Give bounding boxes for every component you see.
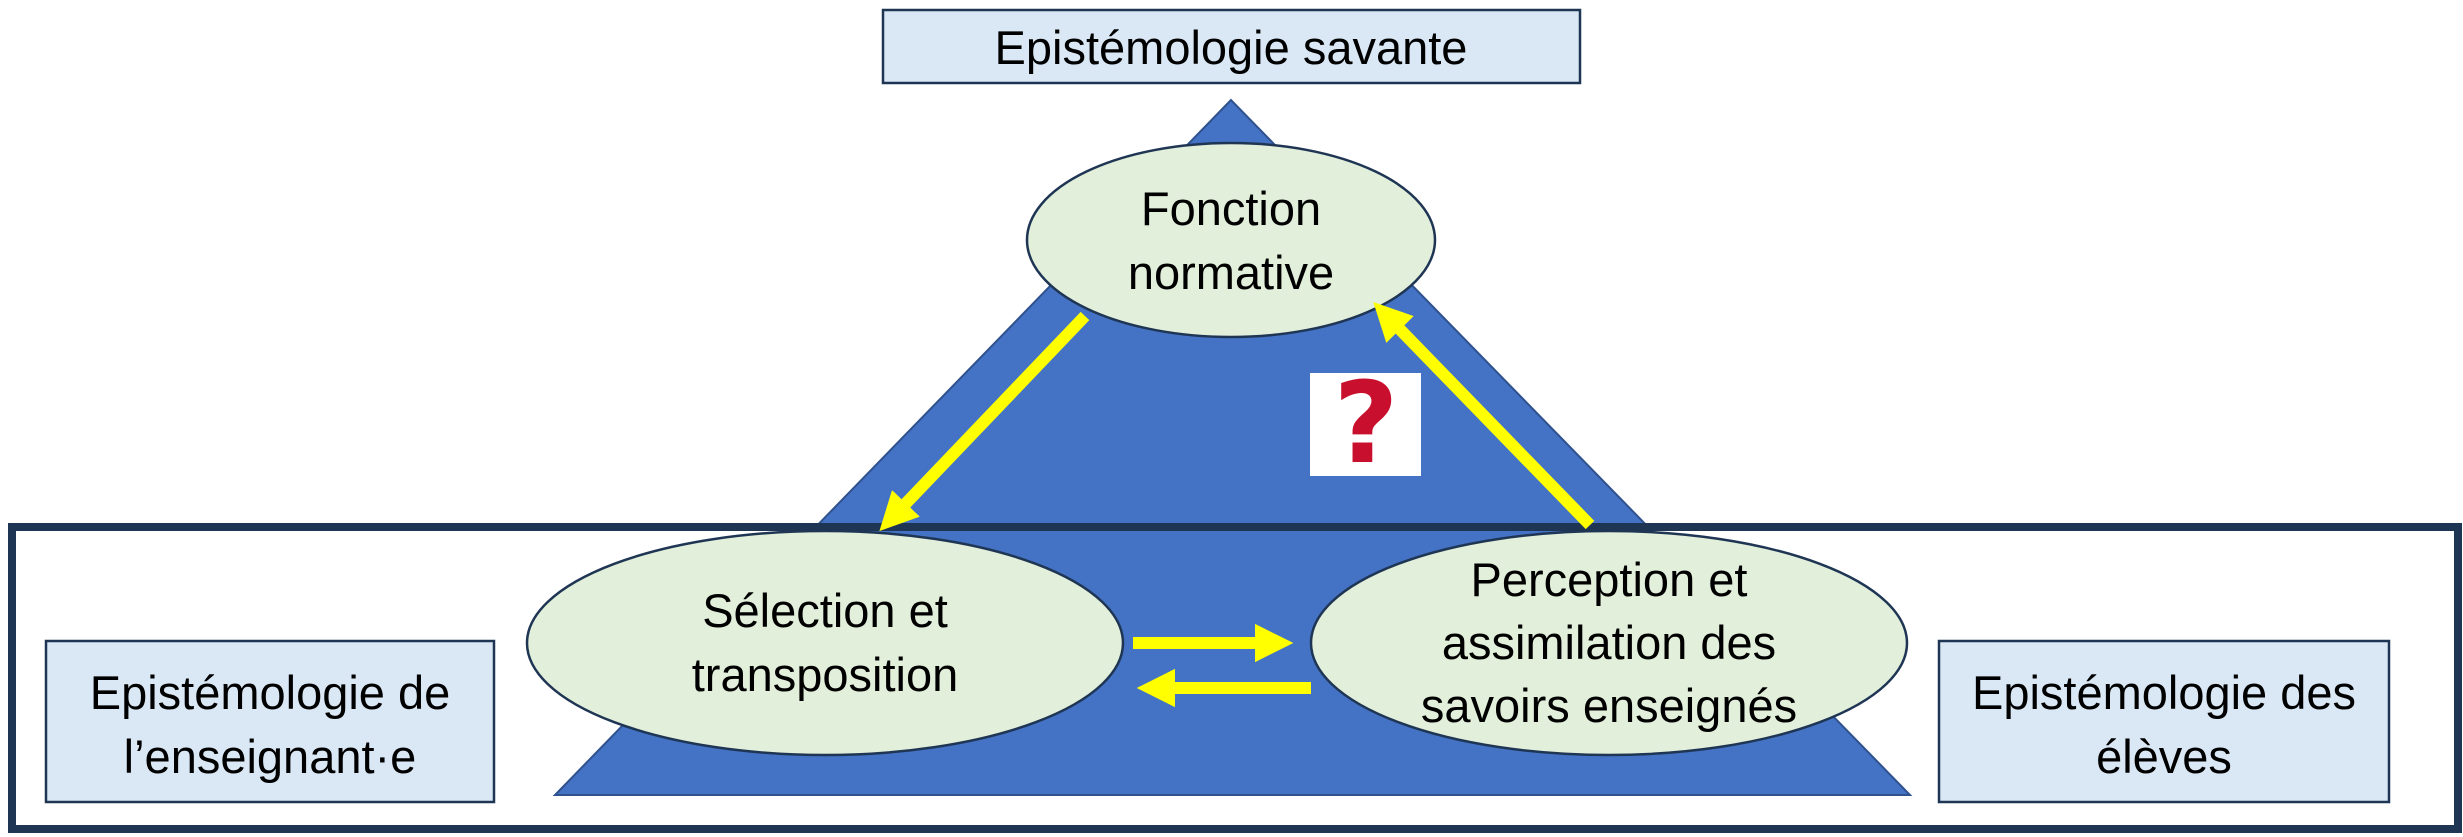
epistemologie-savante-box: Epistémologie savante xyxy=(881,8,1582,85)
question-mark-icon: ? xyxy=(1310,359,1421,489)
fonction-normative-ellipse: Fonction normative xyxy=(1025,141,1437,339)
perception-assimilation-ellipse: Perception et assimilation des savoirs e… xyxy=(1309,529,1909,757)
epistemologie-savante-label: Epistémologie savante xyxy=(995,21,1468,74)
epistemologie-enseignant-line1: Epistémologie de xyxy=(90,666,451,719)
selection-transposition-line1: Sélection et xyxy=(702,584,948,637)
selection-transposition-line2: transposition xyxy=(692,648,959,701)
epistemologie-eleves-line1: Epistémologie des xyxy=(1972,666,2356,719)
epistemologie-eleves-line2: élèves xyxy=(2096,730,2232,783)
arrow-perception-to-normative xyxy=(1373,301,1595,530)
perception-assimilation-line3: savoirs enseignés xyxy=(1421,679,1797,732)
question-mark-glyph: ? xyxy=(1334,359,1399,489)
epistemologie-enseignant-box: Epistémologie de l’enseignant·e xyxy=(44,639,496,804)
perception-assimilation-line1: Perception et xyxy=(1471,553,1748,606)
epistemologie-enseignant-line2: l’enseignant·e xyxy=(124,730,417,783)
epistemologie-eleves-box: Epistémologie des élèves xyxy=(1937,639,2391,804)
arrow-normative-to-selection xyxy=(879,311,1090,532)
classroom-frame xyxy=(8,523,2462,833)
perception-assimilation-line2: assimilation des xyxy=(1442,616,1776,669)
fonction-normative-line1: Fonction xyxy=(1141,182,1321,235)
selection-transposition-ellipse: Sélection et transposition xyxy=(525,529,1125,757)
fonction-normative-line2: normative xyxy=(1128,246,1334,299)
